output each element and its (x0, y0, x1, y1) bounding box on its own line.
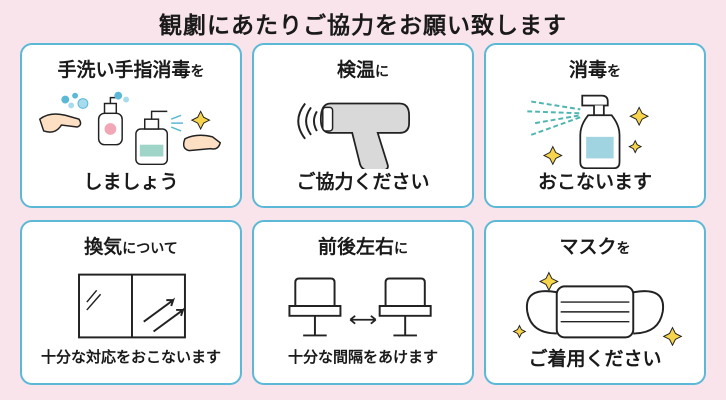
card-mask: マスクを ご着用ください (484, 220, 706, 385)
card-heading: 換気について (84, 236, 178, 258)
card-caption: ご着用ください (528, 348, 662, 370)
card-caption: おこないます (537, 171, 652, 193)
card-temperature: 検温に ご協力ください (252, 43, 474, 208)
card-heading: 手洗い手指消毒を (57, 59, 205, 81)
card-caption: しましょう (83, 171, 179, 193)
card-heading: マスクを (559, 236, 631, 258)
card-caption: 十分な対応をおこないます (40, 348, 221, 366)
card-distance: 前後左右に 十分な間隔をあけます (252, 220, 474, 385)
card-caption: 十分な間隔をあけます (287, 348, 438, 366)
card-heading: 前後左右に (317, 236, 408, 258)
page-title: 観劇にあたりご協力をお願い致します (159, 13, 567, 39)
card-heading: 消毒を (568, 59, 621, 81)
seat-distance-icon (260, 266, 466, 346)
card-handwash: 手洗い手指消毒を しましょう (20, 43, 242, 208)
handwash-icon (28, 89, 234, 169)
mask-icon (492, 266, 698, 347)
card-heading: 検温に (336, 59, 389, 81)
card-disinfection: 消毒を おこないます (484, 43, 706, 208)
card-caption: ご協力ください (296, 171, 430, 193)
spray-bottle-icon (492, 89, 698, 170)
window-ventilation-icon (28, 266, 234, 346)
thermometer-icon (260, 89, 466, 172)
card-ventilation: 換気について 十分な対応をおこないます (20, 220, 242, 385)
